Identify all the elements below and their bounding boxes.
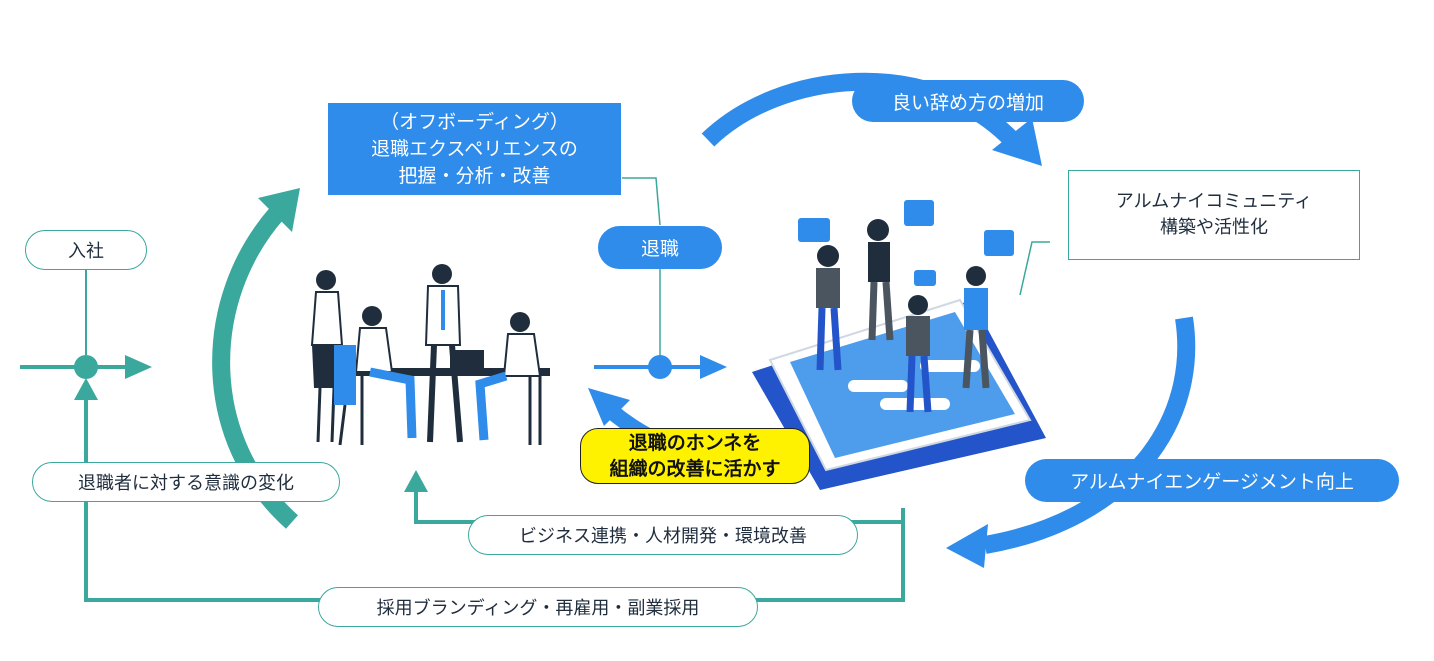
join-label: 入社 — [25, 230, 147, 270]
business-label: ビジネス連携・人材開発・環境改善 — [468, 515, 858, 555]
timeline-center — [594, 355, 727, 379]
alumni-phone-illustration — [752, 200, 1046, 490]
truth-line2: 組織の改善に活かす — [609, 458, 781, 480]
good-leaving-label: 良い辞め方の増加 — [852, 80, 1084, 122]
truth-line1: 退職のホンネを — [628, 432, 762, 454]
offboarding-line1: （オフボーディング） — [380, 110, 569, 133]
timeline-left — [20, 268, 152, 379]
hiring-label: 採用ブランディング・再雇用・副業採用 — [318, 587, 758, 627]
connector-lines — [622, 177, 1050, 356]
offboarding-line2: 退職エクスペリエンスの — [371, 137, 578, 160]
awareness-label: 退職者に対する意識の変化 — [32, 462, 340, 502]
truth-label: 退職のホンネを 組織の改善に活かす — [580, 428, 810, 484]
offboarding-box: （オフボーディング） 退職エクスペリエンスの 把握・分析・改善 — [328, 103, 621, 195]
alumni-line1: アルムナイコミュニティ — [1115, 191, 1313, 212]
engagement-label: アルムナイエンゲージメント向上 — [1025, 459, 1399, 502]
alumni-line2: 構築や活性化 — [1160, 217, 1268, 238]
alumni-community-box: アルムナイコミュニティ 構築や活性化 — [1068, 170, 1360, 260]
office-meeting-illustration — [310, 264, 550, 446]
retire-label: 退職 — [598, 226, 722, 269]
offboarding-line3: 把握・分析・改善 — [398, 164, 551, 187]
